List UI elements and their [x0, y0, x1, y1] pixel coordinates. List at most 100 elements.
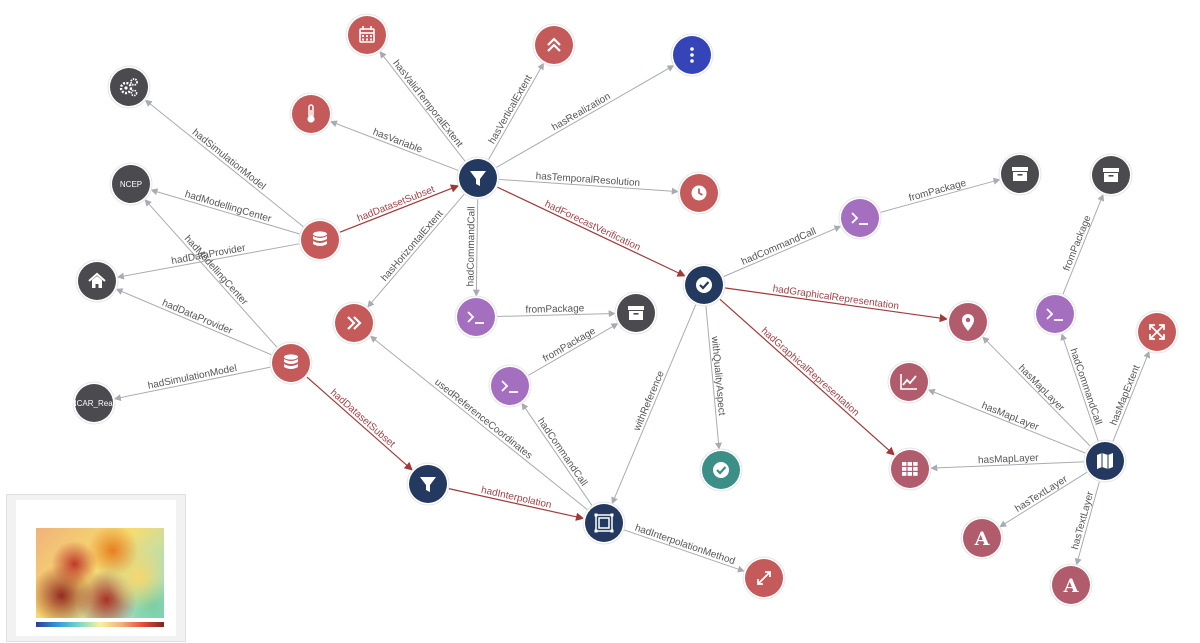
edge-line — [878, 177, 1001, 214]
home-icon — [88, 272, 106, 288]
node-expand[interactable] — [742, 556, 786, 600]
node-circle — [841, 199, 879, 237]
edge-line — [150, 188, 302, 236]
node-textA1[interactable]: A — [960, 516, 1004, 560]
edge-line — [930, 461, 1087, 472]
edge-had-command-call[interactable]: hadCommandCall — [721, 225, 842, 278]
node-filter2[interactable] — [406, 462, 450, 506]
interp-icon — [594, 513, 614, 533]
edge-has-map-layer[interactable]: hasMapLayer — [927, 388, 1088, 455]
edge-line — [1061, 193, 1105, 297]
node-circle — [963, 519, 1001, 557]
node-pin[interactable] — [946, 300, 990, 344]
gears-icon — [119, 78, 138, 97]
node-hz[interactable] — [332, 301, 376, 345]
node-thermo[interactable] — [289, 92, 333, 136]
edge-label: hasTemporalResolution — [535, 171, 640, 189]
edge-label: hadGraphicalRepresentation — [759, 326, 861, 419]
node-circle — [112, 165, 150, 203]
edge-label: hadCommandCall — [1067, 347, 1103, 426]
node-map[interactable] — [1083, 439, 1127, 483]
node-box1[interactable] — [614, 291, 658, 335]
edge-has-vertical-extent[interactable]: hasVerticalExtent — [487, 62, 545, 162]
edge-has-map-layer[interactable]: hasMapLayer — [930, 453, 1087, 472]
edge-has-text-layer[interactable]: hasTextLayer — [999, 470, 1090, 528]
edge-had-forecast-verification[interactable]: hadForecastVerification — [494, 185, 686, 277]
node-box3[interactable] — [1089, 153, 1133, 197]
edge-from-package[interactable]: fromPackage — [878, 177, 1001, 214]
edge-label: hadCommandCall — [740, 226, 818, 268]
node-db1[interactable] — [298, 218, 342, 262]
edge-had-dataset-subset[interactable]: hadDatasetSubset — [337, 184, 460, 234]
node-term1[interactable] — [454, 295, 498, 339]
edge-line — [113, 366, 273, 401]
node-db2[interactable] — [269, 341, 313, 385]
grid-icon — [902, 462, 918, 476]
node-textA2[interactable]: A — [1049, 563, 1093, 607]
node-circle — [585, 504, 623, 542]
edge-from-package[interactable]: fromPackage — [526, 323, 619, 377]
edge-label: hasTextLayer — [1013, 473, 1070, 514]
edge-had-graphical-representation[interactable]: hadGraphicalRepresentation — [722, 284, 949, 323]
terminal-icon — [851, 212, 868, 225]
edge-line — [1074, 479, 1101, 566]
node-chart[interactable] — [887, 360, 931, 404]
node-verif[interactable] — [682, 263, 726, 307]
edge-label: hadDataProvider — [160, 298, 234, 338]
edge-has-text-layer[interactable]: hasTextLayer — [1070, 479, 1101, 566]
edge-has-map-extent[interactable]: hasMapExtent — [1108, 350, 1151, 444]
node-term3[interactable] — [838, 196, 882, 240]
node-term4[interactable] — [1033, 292, 1077, 336]
edge-line — [144, 199, 279, 350]
edge-had-modelling-center[interactable]: hadModellingCenter — [150, 188, 302, 236]
node-resize[interactable] — [1135, 310, 1179, 354]
edge-had-graphical-representation[interactable]: hadGraphicalRepresentation — [717, 297, 895, 456]
edge-had-command-call[interactable]: hadCommandCall — [521, 402, 594, 508]
node-box2[interactable] — [998, 152, 1042, 196]
node-vertical[interactable] — [532, 23, 576, 67]
edge-label: fromPackage — [1061, 214, 1093, 273]
node-term2[interactable] — [488, 364, 532, 408]
edge-has-temporal-resolution[interactable]: hasTemporalResolution — [496, 171, 679, 195]
edge-label: hasHorizontalExtent — [379, 208, 446, 283]
edge-with-reference[interactable]: withReference — [611, 302, 698, 505]
edge-had-command-call[interactable]: hadCommandCall — [465, 196, 480, 297]
edge-line — [1060, 333, 1100, 444]
edge-with-quality-aspect[interactable]: withQualityAspect — [705, 303, 727, 450]
edge-label: hadCommandCall — [535, 416, 589, 488]
node-circle — [1052, 566, 1090, 604]
edge-line — [472, 196, 480, 297]
edge-line — [494, 185, 686, 277]
edge-used-reference-coordinates[interactable]: usedReferenceCoordinates — [369, 335, 590, 512]
edge-line — [304, 375, 413, 471]
edge-had-simulation-model[interactable]: hadSimulationModel — [113, 363, 273, 401]
node-ncep[interactable]: NCEP — [109, 162, 153, 206]
edge-line — [521, 402, 594, 508]
edge-label: hadGraphicalRepresentation — [772, 284, 900, 313]
node-interp[interactable] — [582, 501, 626, 545]
node-clock[interactable] — [677, 171, 721, 215]
edge-had-dataset-subset[interactable]: hadDatasetSubset — [304, 375, 413, 471]
node-ncar[interactable]: NCAR_Rean — [71, 381, 117, 425]
edge-label: hadInterpolation — [480, 485, 552, 511]
node-circle — [1036, 295, 1074, 333]
edge-from-package[interactable]: fromPackage — [1061, 193, 1105, 297]
edge-from-package[interactable]: fromPackage — [494, 303, 616, 318]
edge-line — [446, 487, 585, 521]
node-grid[interactable] — [888, 447, 932, 491]
node-calendar[interactable] — [345, 13, 389, 57]
node-filter1[interactable] — [456, 156, 500, 200]
preview-thumbnail[interactable] — [6, 494, 186, 642]
edge-had-interpolation-method[interactable]: hadInterpolationMethod — [621, 523, 745, 573]
node-gears[interactable] — [107, 65, 151, 109]
edge-line — [721, 225, 842, 278]
terminal-icon — [467, 311, 484, 324]
node-circle — [110, 68, 148, 106]
edge-line — [116, 242, 302, 280]
edge-had-command-call[interactable]: hadCommandCall — [1060, 333, 1104, 444]
box-icon — [1012, 167, 1028, 181]
node-quality[interactable] — [699, 448, 743, 492]
node-realization[interactable] — [670, 33, 714, 77]
node-home[interactable] — [75, 259, 119, 303]
